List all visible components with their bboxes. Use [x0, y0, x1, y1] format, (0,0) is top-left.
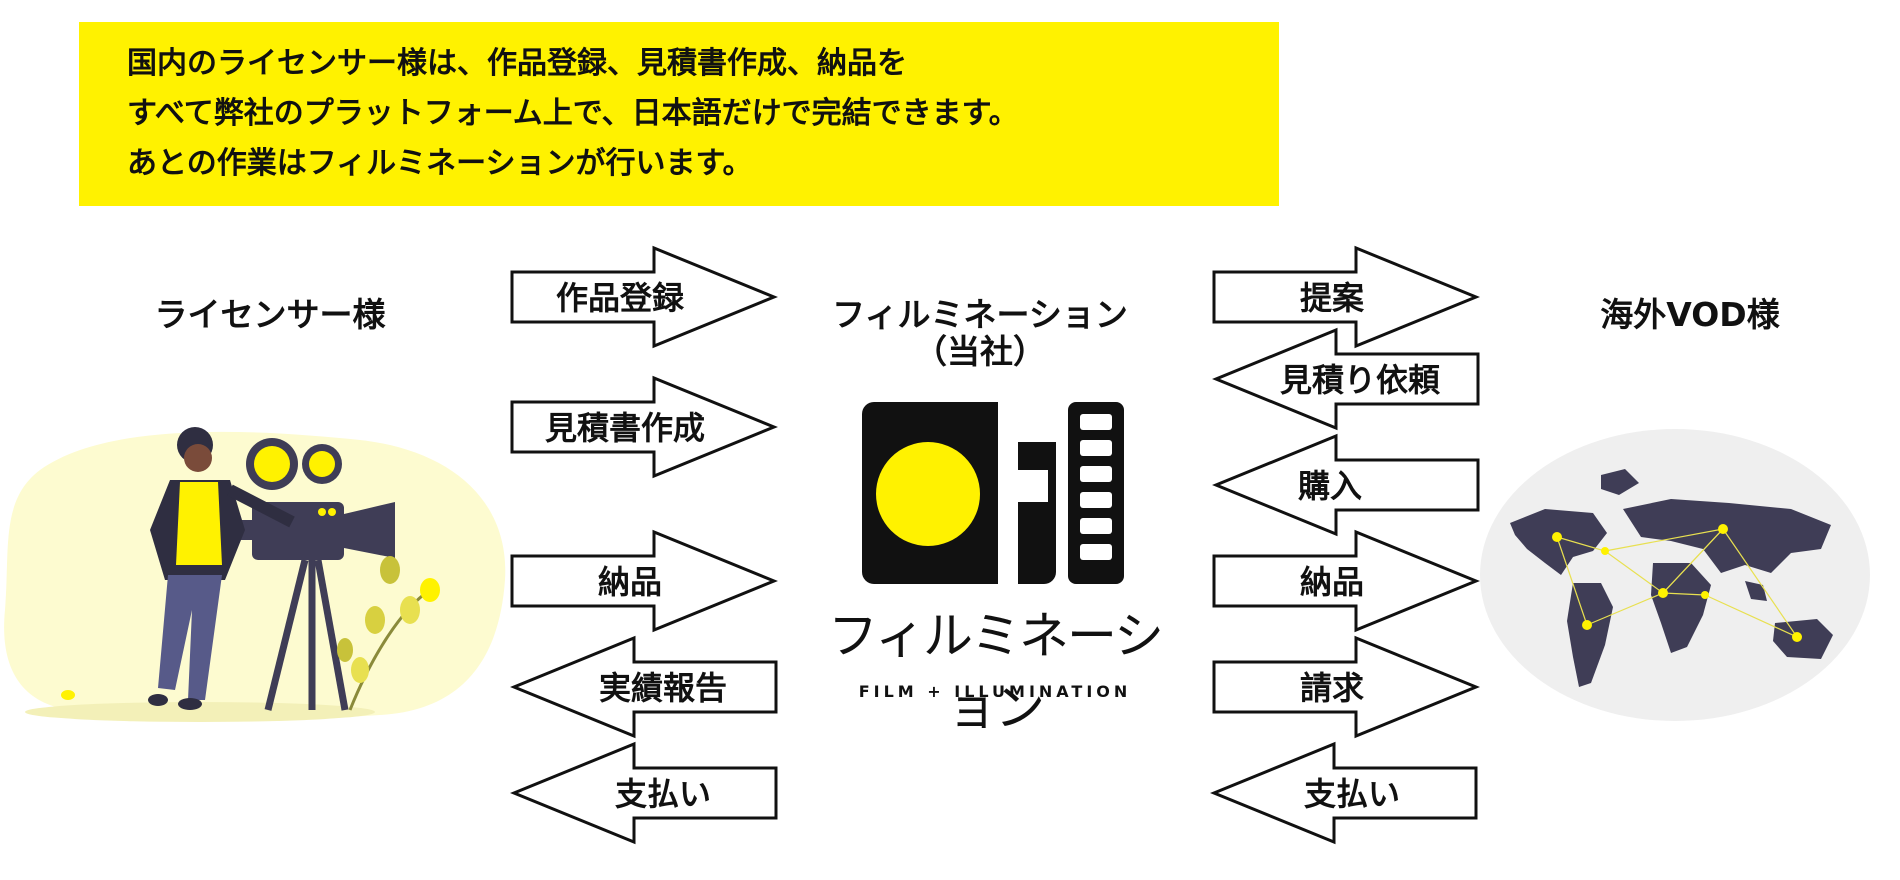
company-title: フィルミネーション: [832, 295, 1128, 334]
cameraman-illustration-icon: [4, 427, 506, 722]
arrow-right: [1212, 635, 1480, 739]
arrow-label-quote: 見積書作成: [544, 409, 705, 447]
arrow-label-work-registration: 作品登録: [555, 279, 684, 317]
arrow-label-purchase: 購入: [1297, 467, 1362, 505]
arrow-right: [1212, 245, 1480, 349]
arrow-label-payment: 支払い: [614, 775, 711, 813]
banner-line-3: あとの作業はフィルミネーションが行います。: [127, 146, 753, 181]
arrow-right: [510, 375, 778, 479]
filmination-logo-icon: [862, 402, 1124, 584]
arrow-label-proposal: 提案: [1299, 279, 1364, 317]
arrow-label-payment: 支払い: [1303, 775, 1400, 813]
arrow-left: [510, 741, 778, 845]
company-subtitle: （当社）: [914, 332, 1046, 371]
logo-wordmark: フィルミネーション: [828, 607, 1164, 737]
arrow-left: [1210, 741, 1478, 845]
vod-title: 海外VOD様: [1600, 295, 1780, 334]
world-map-icon: [1480, 429, 1870, 721]
arrow-right: [510, 245, 778, 349]
banner-line-1: 国内のライセンサー様は、作品登録、見積書作成、納品を: [127, 46, 907, 81]
arrow-left: [510, 635, 778, 739]
arrow-left: [1212, 327, 1480, 431]
info-banner: 国内のライセンサー様は、作品登録、見積書作成、納品を すべて弊社のプラットフォー…: [79, 22, 1279, 206]
arrow-right: [510, 529, 778, 633]
arrow-label-delivery: 納品: [597, 563, 662, 601]
arrow-right: [1212, 529, 1480, 633]
logo-tagline: FILM + ILLUMINATION: [858, 682, 1132, 701]
arrow-label-report: 実績報告: [598, 669, 727, 707]
arrow-label-delivery: 納品: [1299, 563, 1364, 601]
arrow-left: [1212, 433, 1480, 537]
arrow-label-quote-request: 見積り依頼: [1279, 361, 1440, 399]
arrow-label-invoice: 請求: [1299, 669, 1364, 707]
licensor-title: ライセンサー様: [154, 295, 386, 334]
banner-line-2: すべて弊社のプラットフォーム上で、日本語だけで完結できます。: [127, 96, 1019, 131]
